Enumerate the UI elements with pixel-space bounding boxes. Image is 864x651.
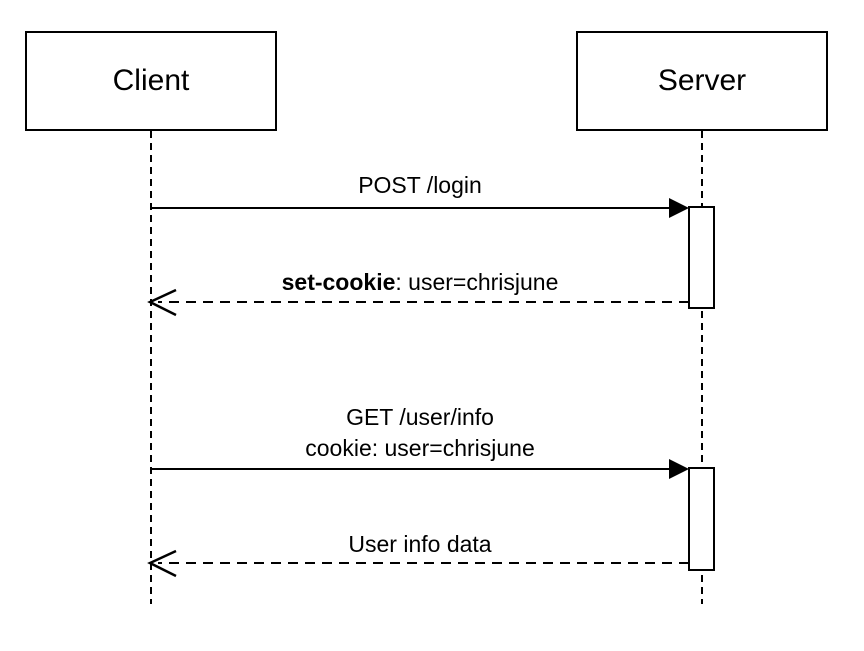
message-label-post-login: POST /login [358,172,482,198]
filled-arrowhead-icon [669,198,689,218]
message-label-user-info-data: User info data [348,531,492,557]
message-label-set-cookie: set-cookie: user=chrisjune [151,267,689,297]
actor-box-client: Client [25,31,277,131]
filled-arrowhead-icon [669,459,689,479]
actor-box-server: Server [576,31,828,131]
message-label-set-cookie-header: set-cookie [281,269,396,295]
actor-label-client: Client [112,64,190,97]
open-arrowhead-icon [147,549,177,578]
message-label-get-user-info-line1: GET /user/info [346,404,494,430]
message-label-get-user-info: GET /user/info cookie: user=chrisjune [151,402,689,464]
server-activation-bar-2 [688,467,715,571]
message-label-set-cookie-value: : user=chrisjune [395,269,559,295]
open-arrowhead-icon [147,288,177,317]
server-activation-bar-1 [688,206,715,309]
message-label-get-user-info-line2: cookie: user=chrisjune [305,435,535,461]
actor-label-server: Server [657,64,747,97]
